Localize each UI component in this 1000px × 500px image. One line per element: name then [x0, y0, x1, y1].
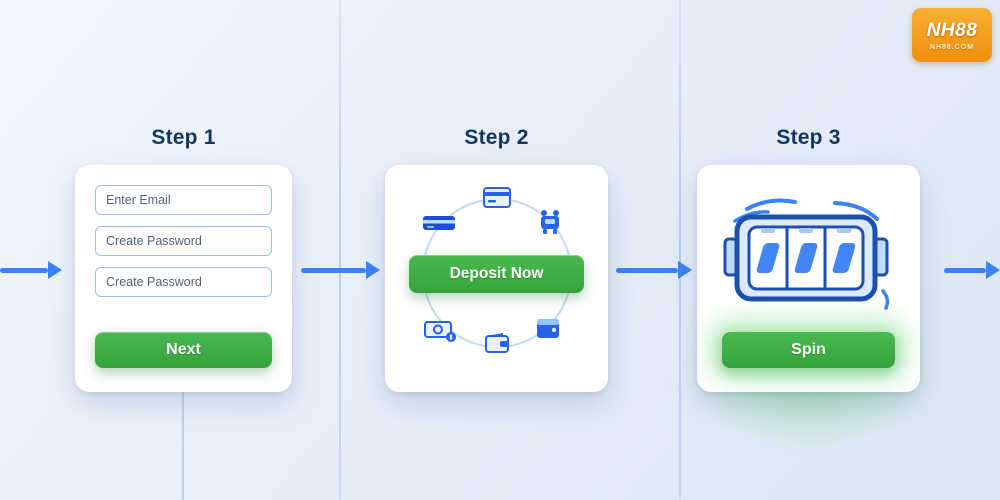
flow-arrow-step2-step3: [616, 261, 692, 279]
spin-button[interactable]: Spin: [722, 332, 895, 368]
step-1-card: Next: [75, 165, 292, 392]
brand-logo: NH88 NH88.COM: [912, 8, 992, 62]
arrow-shaft: [0, 267, 48, 273]
arrow-shaft: [301, 267, 366, 273]
step-3-title: Step 3: [776, 126, 841, 149]
motion-line-icon: [833, 201, 879, 221]
arrow-shaft: [616, 267, 678, 273]
arrow-head-icon: [678, 261, 692, 279]
flow-arrow-entry: [0, 261, 62, 279]
payment-terminal-icon: [541, 210, 559, 234]
column-divider-2: [679, 0, 681, 500]
cash-icon: [424, 321, 456, 342]
step-2-title: Step 2: [464, 126, 529, 149]
wallet-icon: [485, 333, 509, 353]
motion-line-icon: [745, 198, 797, 211]
bank-card-icon: [423, 216, 455, 230]
flow-arrow-step1-step2: [301, 261, 380, 279]
arrow-shaft: [944, 267, 986, 273]
flow-arrow-exit: [944, 261, 1000, 279]
slot-machine-illustration: [717, 195, 900, 317]
column-divider-short: [182, 392, 184, 500]
arrow-head-icon: [986, 261, 1000, 279]
motion-line-icon: [733, 210, 770, 223]
purse-icon: [537, 319, 559, 338]
step-1-title: Step 1: [151, 126, 216, 149]
deposit-now-button[interactable]: Deposit Now: [409, 255, 584, 293]
email-input[interactable]: [95, 185, 272, 215]
next-button[interactable]: Next: [95, 332, 272, 368]
step-3-card: Spin: [697, 165, 920, 392]
brand-logo-text: NH88: [926, 19, 978, 41]
motion-line-icon: [881, 289, 890, 310]
arrow-head-icon: [48, 261, 62, 279]
brand-logo-subtext: NH88.COM: [929, 43, 975, 51]
confirm-password-input[interactable]: [95, 267, 272, 297]
credit-card-icon: [483, 187, 511, 208]
column-divider-1: [339, 0, 341, 500]
arrow-head-icon: [366, 261, 380, 279]
password-input[interactable]: [95, 226, 272, 256]
step-2-card: Deposit Now: [385, 165, 608, 392]
